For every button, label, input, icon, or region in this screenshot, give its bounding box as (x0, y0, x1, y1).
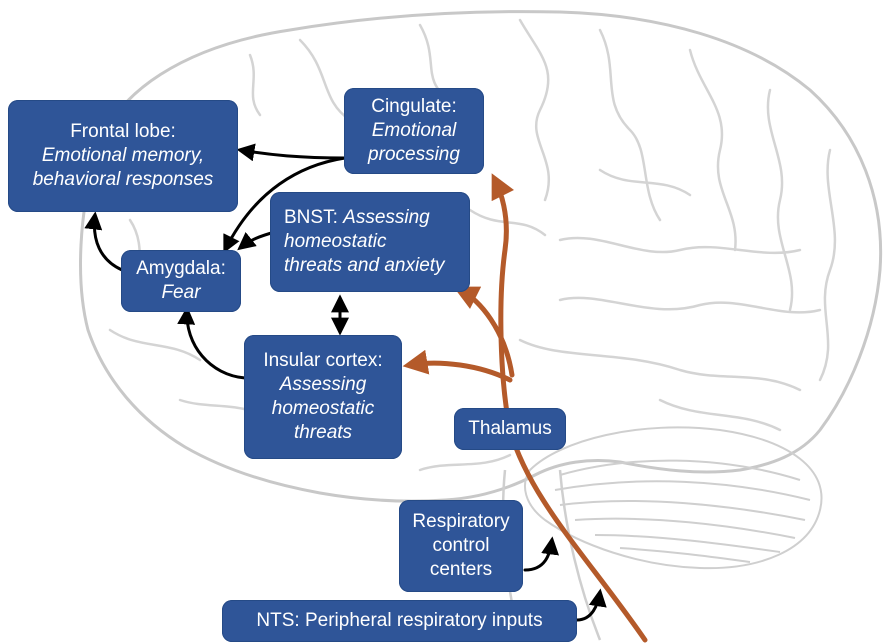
connection-arrows (84, 143, 607, 622)
nts-label: NTS: Peripheral respiratory inputs (256, 610, 543, 631)
insular-desc1: Assessing (279, 374, 367, 395)
insular-desc2: homeostatic (271, 398, 375, 419)
cingulate-line2: processing (368, 144, 460, 165)
frontal-lobe-line2: behavioral responses (32, 169, 214, 190)
amygdala-box: Amygdala: Fear (121, 250, 241, 312)
respiratory-line2: control (432, 535, 490, 556)
respiratory-control-box: Respiratory control centers (399, 500, 523, 592)
cingulate-box: Cingulate: Emotional processing (344, 88, 484, 174)
cerebellum (524, 426, 823, 570)
cingulate-title: Cingulate: (371, 96, 457, 117)
amygdala-desc: Fear (161, 282, 201, 303)
cingulate-line1: Emotional (371, 120, 457, 141)
bnst-desc2: homeostatic (284, 231, 387, 252)
insular-desc3: threats (293, 422, 353, 443)
bnst-desc1: Assessing (343, 207, 430, 228)
ascending-pathway (402, 173, 648, 643)
bnst-title: BNST: (284, 207, 338, 228)
respiratory-line1: Respiratory (412, 511, 510, 532)
insular-cortex-box: Insular cortex: Assessing homeostatic th… (244, 335, 402, 459)
bnst-line1: BNST: Assessing (284, 206, 430, 230)
bnst-box: BNST: Assessing homeostatic threats and … (270, 192, 470, 292)
frontal-lobe-line1: Emotional memory, (41, 145, 205, 166)
frontal-lobe-box: Frontal lobe: Emotional memory, behavior… (8, 100, 238, 212)
amygdala-title: Amygdala: (136, 258, 226, 279)
thalamus-label: Thalamus (468, 418, 552, 439)
frontal-lobe-title: Frontal lobe: (70, 121, 176, 142)
thalamus-box: Thalamus (454, 408, 566, 450)
nts-box: NTS: Peripheral respiratory inputs (222, 600, 577, 642)
respiratory-line3: centers (429, 559, 493, 580)
insular-title: Insular cortex: (263, 350, 383, 371)
bnst-desc3: threats and anxiety (284, 255, 445, 276)
